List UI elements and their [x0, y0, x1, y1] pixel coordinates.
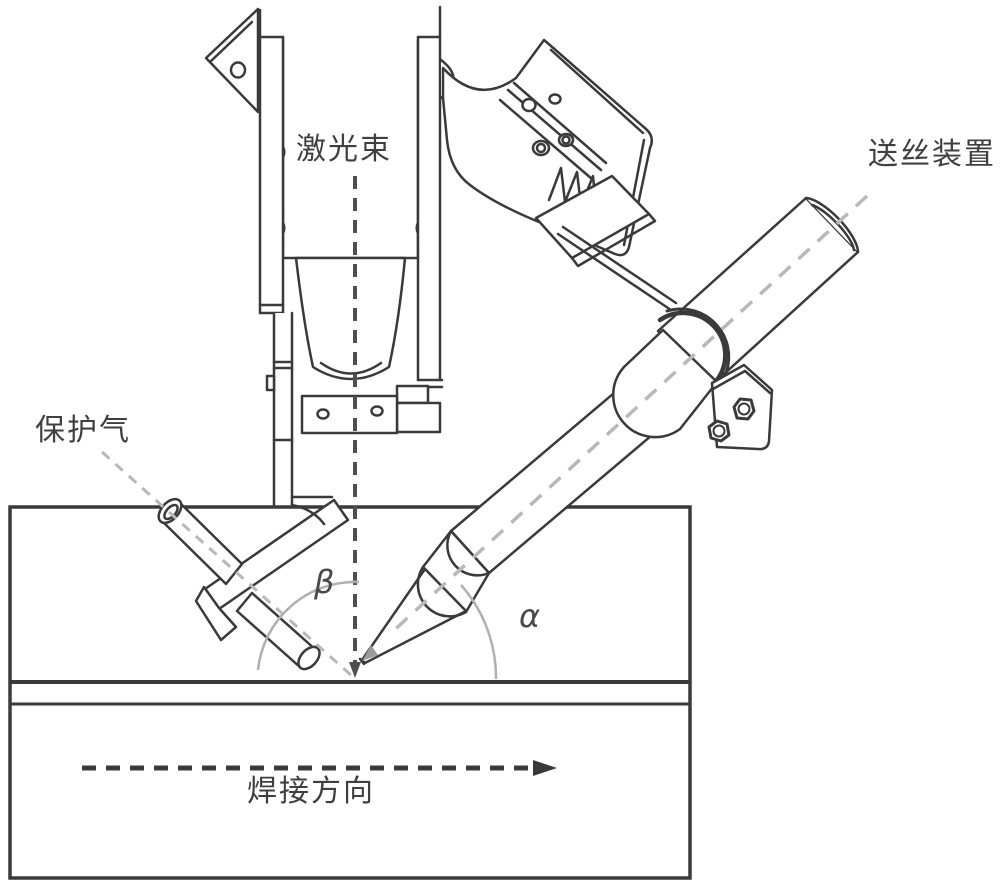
- triangle-gusset: [204, 7, 260, 114]
- plate-hole: [548, 93, 562, 105]
- cylinder-end-arc: [446, 529, 491, 577]
- plate-fins: [547, 166, 598, 210]
- wire-feeder-mount-plate: [441, 38, 657, 268]
- welding-direction-arrowhead: [533, 760, 557, 776]
- plate-hole: [521, 97, 537, 113]
- labels: 激光束 送丝装置 保护气 焊接方向 β α: [35, 132, 996, 809]
- wire-axis: [388, 194, 869, 636]
- lens-cone: [294, 256, 407, 381]
- shielding-gas-label: 保护气: [35, 413, 131, 448]
- wire-feeder-barrel: [656, 196, 860, 387]
- workpiece: [8, 505, 692, 880]
- wire-axis-arrowhead: [362, 645, 378, 661]
- wire-guide-cone: [360, 567, 468, 665]
- beta-angle-arc: [256, 580, 360, 671]
- mount-screw-hole: [316, 408, 330, 420]
- plate-bolt: [531, 139, 551, 157]
- wire-feeder-label: 送丝装置: [868, 137, 996, 172]
- gusset-hole: [229, 61, 247, 79]
- laser-axis-arrowhead: [349, 662, 361, 678]
- beta-angle-label: β: [313, 563, 334, 601]
- welding-direction-arrow: [82, 760, 557, 776]
- gas-nozzle-bracket: [194, 495, 350, 642]
- laser-beam-label: 激光束: [296, 132, 392, 167]
- laser-head: [194, 5, 455, 642]
- welding-direction-label: 焊接方向: [247, 774, 375, 809]
- gas-axis: [100, 450, 354, 678]
- wire-feeder-clamp: [657, 310, 728, 383]
- left-mount-strip: [258, 8, 285, 315]
- connector-rod: [561, 225, 678, 305]
- right-mount-strip: [416, 5, 455, 389]
- wire-feeder-bell: [612, 328, 719, 439]
- barrel-top-cap: [804, 196, 860, 254]
- nozzle-mount-block: [300, 384, 442, 435]
- gas-bracket-hanger: [265, 311, 294, 507]
- angle-arcs: [256, 580, 498, 680]
- gas-tube-tip-end: [297, 645, 321, 671]
- alpha-angle-arc: [460, 584, 498, 680]
- hex-bolt: [732, 397, 756, 421]
- workpiece-outline: [8, 505, 692, 880]
- cone-base-arc: [416, 565, 468, 618]
- mount-screw-hole: [370, 405, 384, 417]
- alpha-angle-label: α: [519, 597, 540, 635]
- hex-bolt: [707, 419, 731, 443]
